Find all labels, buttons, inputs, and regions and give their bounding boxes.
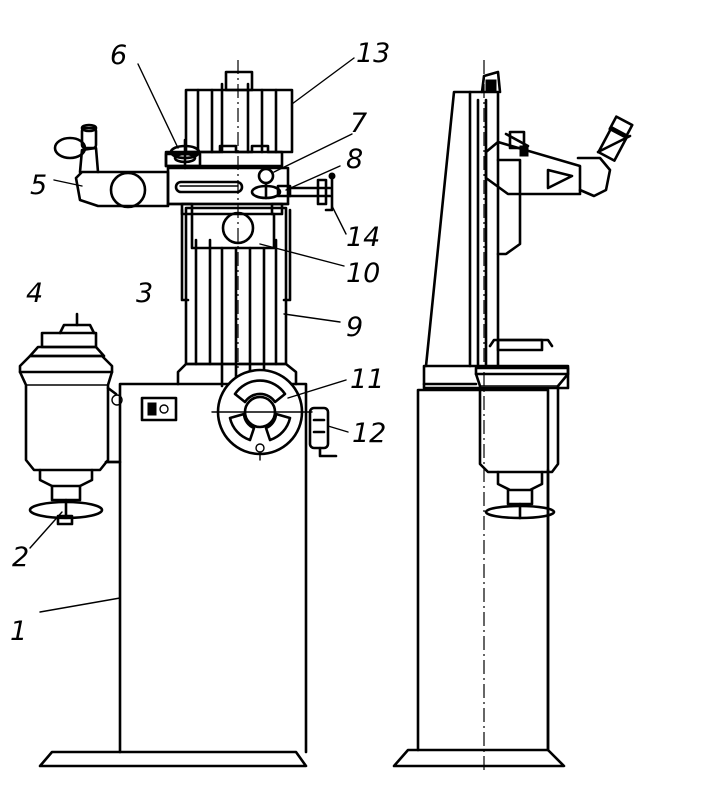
callout-4: 4 <box>26 278 43 309</box>
callout-3: 3 <box>136 278 153 309</box>
handwheel-11 <box>211 368 313 461</box>
side-base-plate <box>392 748 566 768</box>
callout-1: 1 <box>10 616 27 647</box>
side-bracket <box>496 158 522 256</box>
leader-lines <box>29 57 355 613</box>
side-top-band <box>422 364 570 390</box>
callouts: 1 2 3 4 5 6 7 8 9 10 11 12 13 14 <box>10 38 390 647</box>
spindle-arm <box>53 123 170 209</box>
callout-9: 9 <box>346 312 363 343</box>
main-column <box>180 206 292 388</box>
callout-13: 13 <box>356 38 390 69</box>
slide-block-10 <box>190 211 276 250</box>
adjustment-knob-6 <box>164 138 202 170</box>
callout-6: 6 <box>110 40 127 71</box>
switch-indicator <box>159 404 169 414</box>
switch-lever <box>147 402 157 416</box>
control-switch-box <box>140 396 178 422</box>
motor-housing <box>18 312 123 526</box>
callout-12: 12 <box>352 418 386 449</box>
callout-8: 8 <box>346 144 363 175</box>
front-base-plate <box>38 750 308 768</box>
upper-slide <box>184 70 294 154</box>
side-spindle-arm <box>484 115 634 198</box>
callout-14: 14 <box>346 222 380 253</box>
front-view <box>18 60 338 768</box>
callout-11: 11 <box>350 364 384 395</box>
side-motor <box>474 338 570 520</box>
adjustment-knob-7-8 <box>250 167 336 212</box>
side-view <box>392 60 634 770</box>
callout-5: 5 <box>30 170 47 201</box>
spindle-disc <box>109 171 147 209</box>
callout-7: 7 <box>350 108 367 139</box>
side-column <box>424 90 500 368</box>
handle-12 <box>308 406 338 458</box>
callout-10: 10 <box>346 258 380 289</box>
callout-2: 2 <box>12 542 29 573</box>
side-cabinet <box>416 388 550 752</box>
